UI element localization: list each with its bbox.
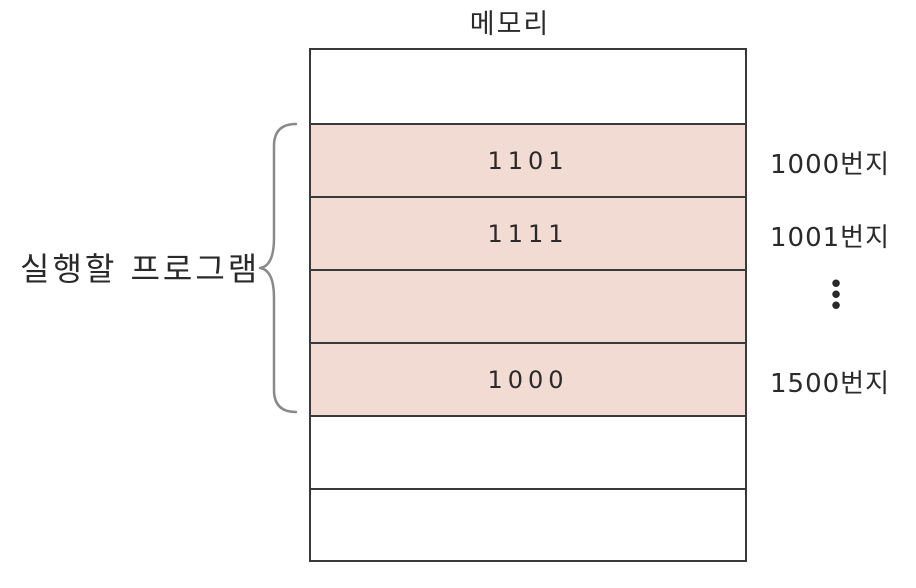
address-label-1500: 1500번지 [770,369,891,399]
curly-brace-icon [258,122,298,414]
memory-cell-value: 1111 [487,219,569,248]
memory-cell-empty-top [311,50,745,125]
memory-cell-empty [311,417,745,490]
memory-cell-1001: 1111 [311,198,745,271]
memory-cell-value: 1000 [487,365,569,394]
address-label-1001: 1001번지 [770,223,891,253]
memory-title: 메모리 [469,9,551,40]
memory-cell-1000: 1101 [311,125,745,198]
memory-cell-empty [311,490,745,560]
memory-block: 1101 1111 1000 [309,48,747,562]
memory-cell-gap [311,271,745,344]
vertical-ellipsis: ••• [828,270,844,322]
address-label-1000: 1000번지 [770,150,891,180]
program-label: 실행할 프로그램 [20,250,261,288]
memory-cell-1500: 1000 [311,344,745,417]
memory-cell-value: 1101 [487,146,569,175]
